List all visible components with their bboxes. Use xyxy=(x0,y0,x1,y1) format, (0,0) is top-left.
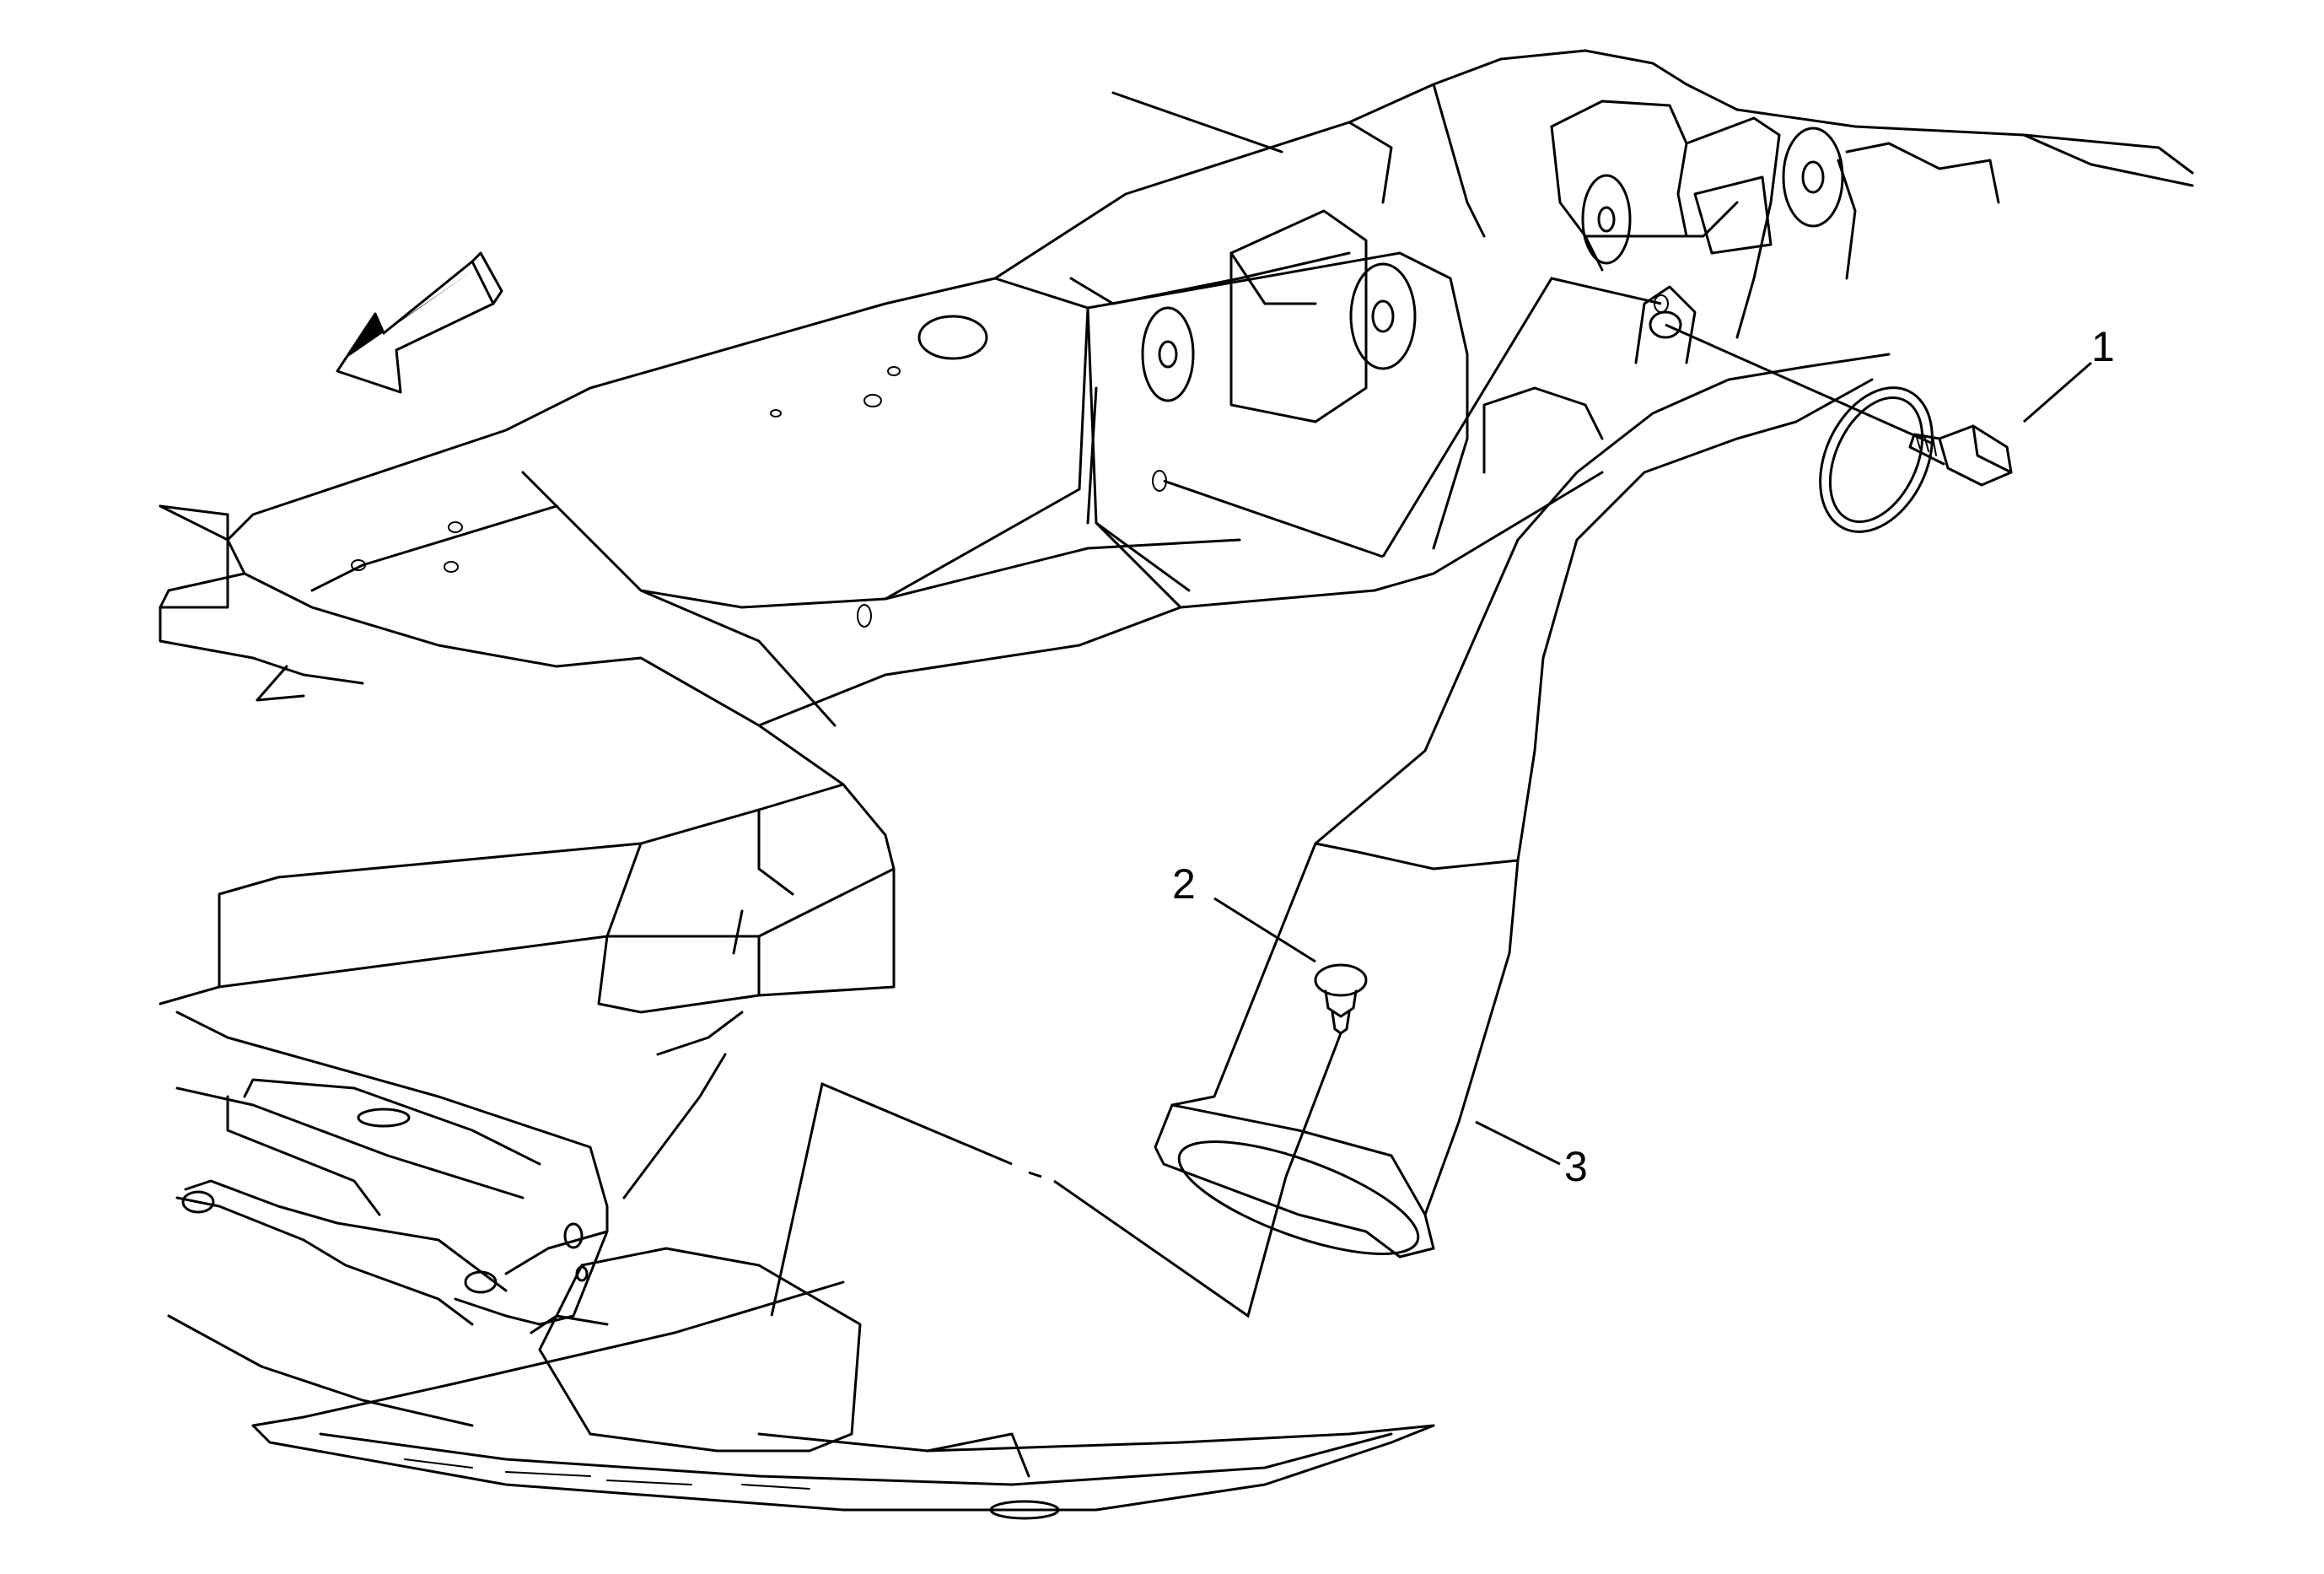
body-frame-structure xyxy=(159,49,2194,1014)
lower-fascia xyxy=(251,1247,1435,1520)
callout-leaders xyxy=(1213,361,2092,1166)
push-pin-retainer xyxy=(1314,963,1368,1035)
front-arrow-icon xyxy=(336,251,503,394)
callout-2-label: 2 xyxy=(1172,860,1196,908)
callout-1-label: 1 xyxy=(2091,323,2115,370)
bolt xyxy=(1908,424,2013,487)
callout-3-label: 3 xyxy=(1564,1143,1588,1190)
lower-support-bracket xyxy=(167,1011,744,1427)
alignment-lines xyxy=(770,277,1932,1318)
air-intake-duct xyxy=(1154,285,1934,1259)
